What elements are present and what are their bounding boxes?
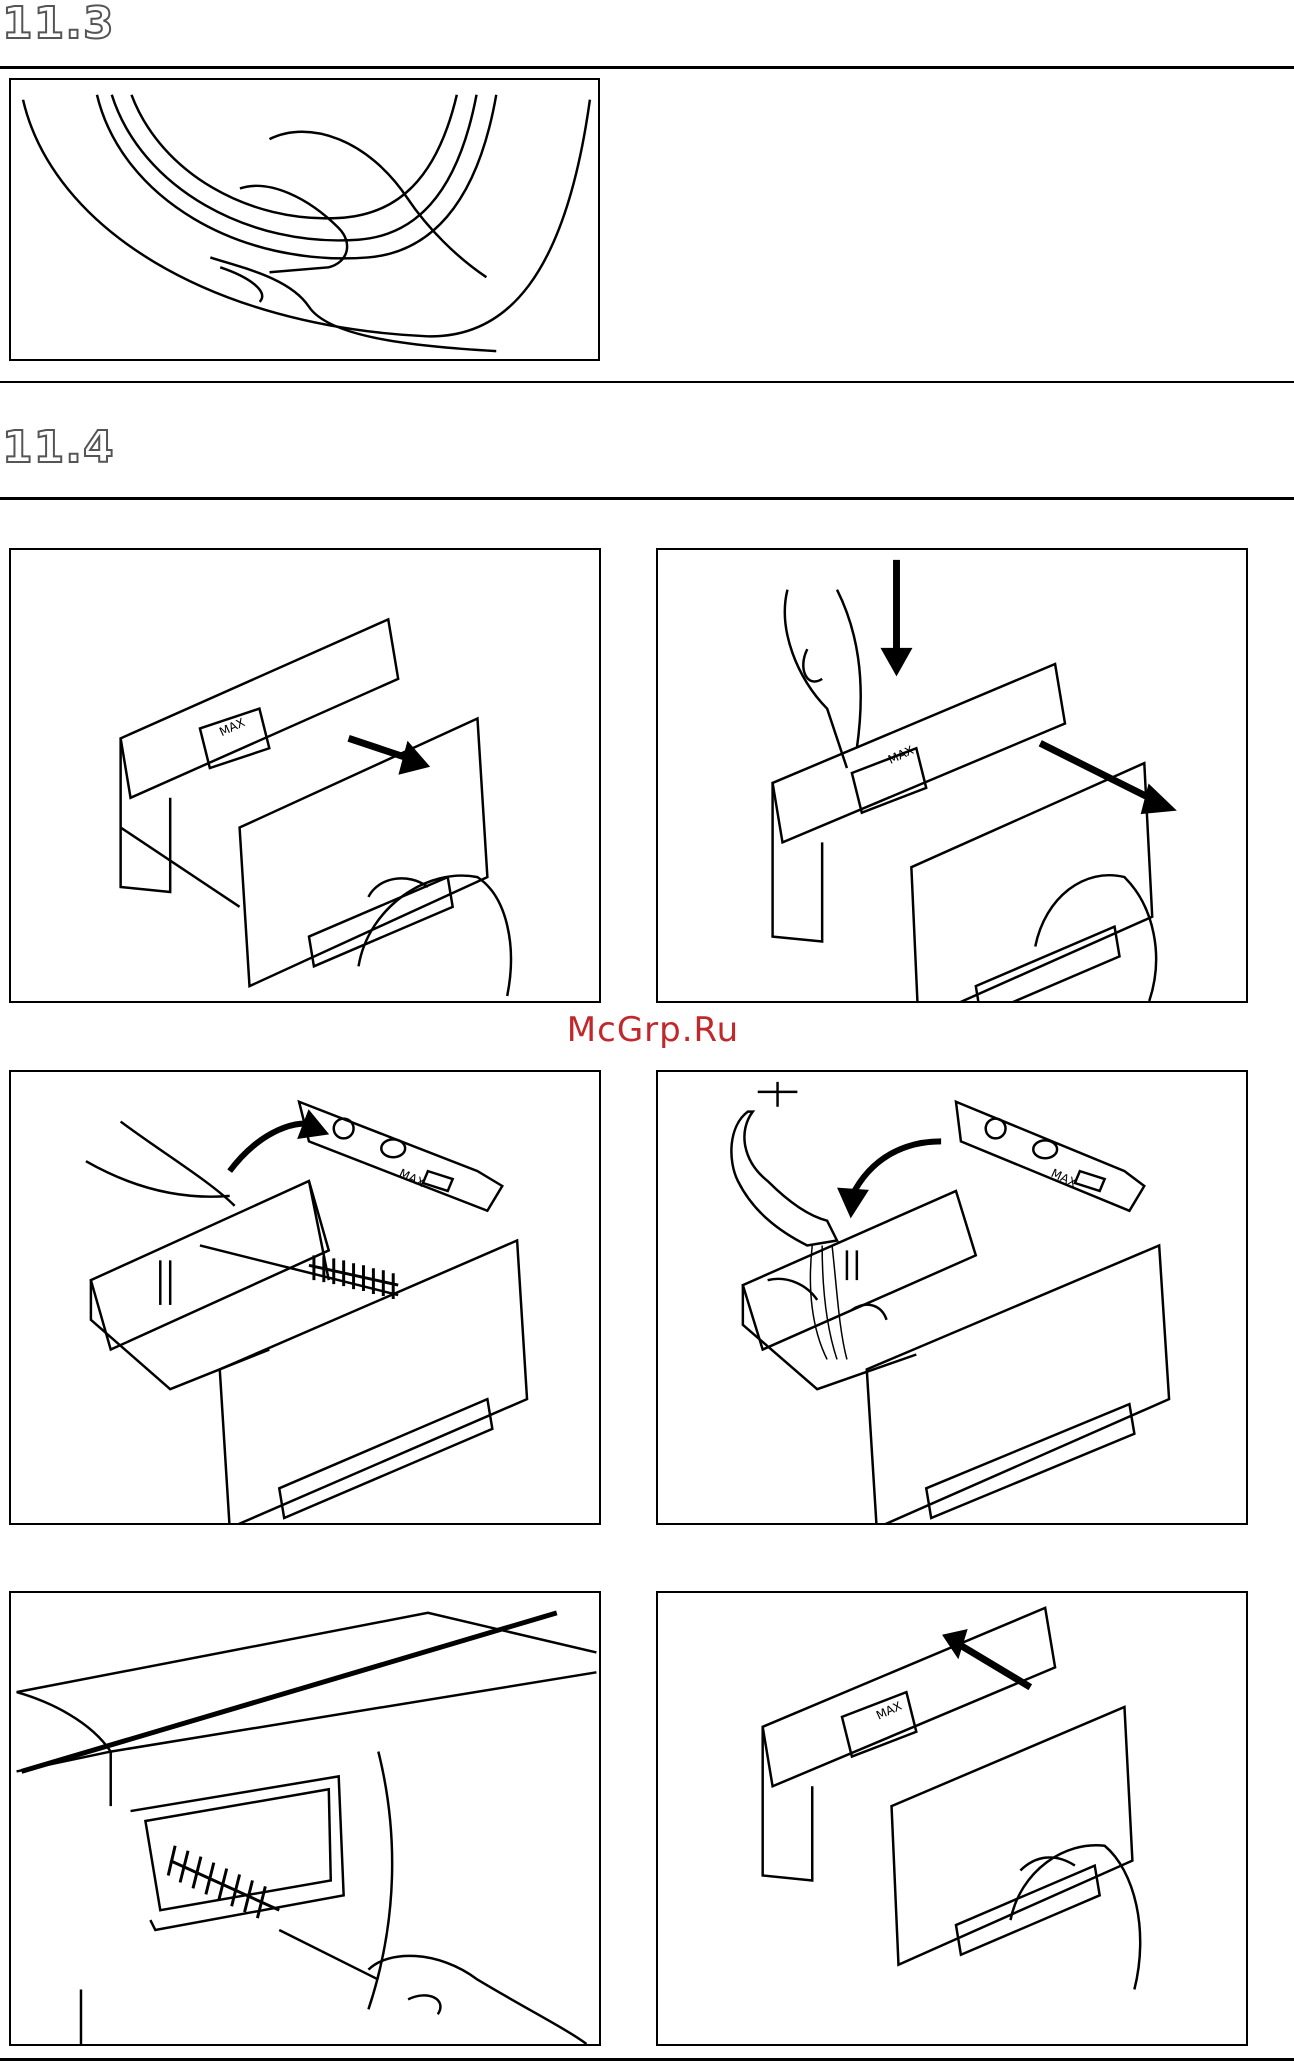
section-number-11-4: 11.4 [2,426,115,470]
section-divider [0,66,1294,69]
figure-press-lever-and-pull: MAX [656,548,1248,1003]
section-divider [0,381,1294,383]
section-number-11-3: 11.3 [2,2,115,46]
figure-door-seal-cleaning [9,78,600,361]
drawer-pull-illustration: MAX [11,550,599,1001]
drawer-rinse-illustration: MAX [658,1072,1246,1523]
max-marking: MAX [886,743,916,767]
page-bottom-divider [0,2058,1294,2061]
figure-rinse-under-tap: MAX [656,1070,1248,1525]
recess-brush-illustration [11,1593,599,2044]
door-seal-illustration [11,80,598,359]
figure-pull-out-drawer: MAX [9,548,601,1003]
watermark: McGrp.Ru [553,1010,753,1050]
drawer-brush-illustration: MAX [11,1072,599,1523]
section-divider [0,497,1294,500]
drawer-press-illustration: MAX [658,550,1246,1001]
max-marking: MAX [1049,1166,1079,1190]
figure-brush-clean-drawer: MAX [9,1070,601,1525]
figure-push-drawer-back: MAX [656,1591,1248,2046]
max-marking: MAX [217,715,247,739]
figure-clean-drawer-recess [9,1591,601,2046]
max-marking: MAX [397,1166,427,1190]
drawer-push-illustration: MAX [658,1593,1246,2044]
